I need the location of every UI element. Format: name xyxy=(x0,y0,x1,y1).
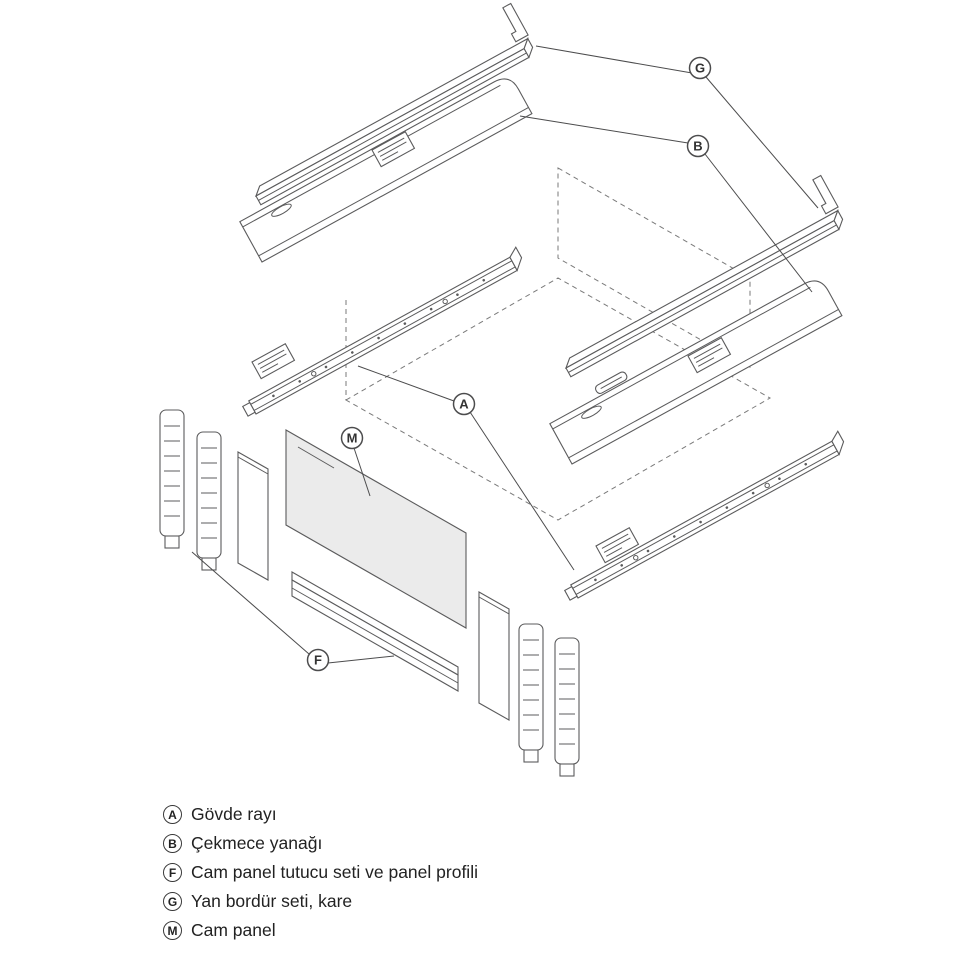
legend-label-a: Gövde rayı xyxy=(191,804,277,824)
drawer-side-panel-left xyxy=(239,72,533,263)
legend-letter-badge-g: G xyxy=(163,892,182,911)
legend-letter-badge-m: M xyxy=(163,921,182,940)
legend-letter-badge-f: F xyxy=(163,863,182,882)
callout-f-letter: F xyxy=(314,653,322,668)
glass-holder-left-1 xyxy=(159,409,185,549)
side-glass-strip-left xyxy=(237,451,269,581)
callout-g-letter: G xyxy=(695,61,705,76)
leader-lines xyxy=(191,45,819,664)
callout-a-letter: A xyxy=(459,397,469,412)
cabinet-rail-left xyxy=(238,246,527,419)
sticker-left-slide xyxy=(251,343,296,380)
callout-b: B xyxy=(686,134,710,158)
legend: A Gövde rayı B Çekmece yanağı F Cam pane… xyxy=(163,800,478,945)
glass-panel xyxy=(285,429,467,629)
glass-holder-right-2 xyxy=(554,637,580,777)
callout-f: F xyxy=(306,648,330,672)
legend-row-a: A Gövde rayı xyxy=(163,800,478,829)
callout-m-letter: M xyxy=(347,431,358,446)
exploded-diagram: G B A M F xyxy=(159,2,849,777)
legend-row-g: G Yan bordür seti, kare xyxy=(163,887,478,916)
legend-row-f: F Cam panel tutucu seti ve panel profili xyxy=(163,858,478,887)
callout-a: A xyxy=(452,392,476,416)
legend-letter-badge-b: B xyxy=(163,834,182,853)
callout-b-letter: B xyxy=(693,139,702,154)
legend-row-m: M Cam panel xyxy=(163,916,478,945)
legend-row-b: B Çekmece yanağı xyxy=(163,829,478,858)
glass-holder-left-2 xyxy=(196,431,222,571)
cabinet-rail-right xyxy=(560,430,849,603)
callout-g: G xyxy=(688,56,712,80)
legend-letter-badge-a: A xyxy=(163,805,182,824)
legend-label-m: Cam panel xyxy=(191,920,276,940)
callout-m: M xyxy=(340,426,364,450)
panel-profile xyxy=(291,571,459,692)
legend-label-g: Yan bordür seti, kare xyxy=(191,891,353,911)
glass-holder-right-1 xyxy=(518,623,544,763)
legend-label-f: Cam panel tutucu seti ve panel profili xyxy=(191,862,478,882)
side-glass-strip-right xyxy=(478,591,510,721)
legend-label-b: Çekmece yanağı xyxy=(191,833,323,853)
